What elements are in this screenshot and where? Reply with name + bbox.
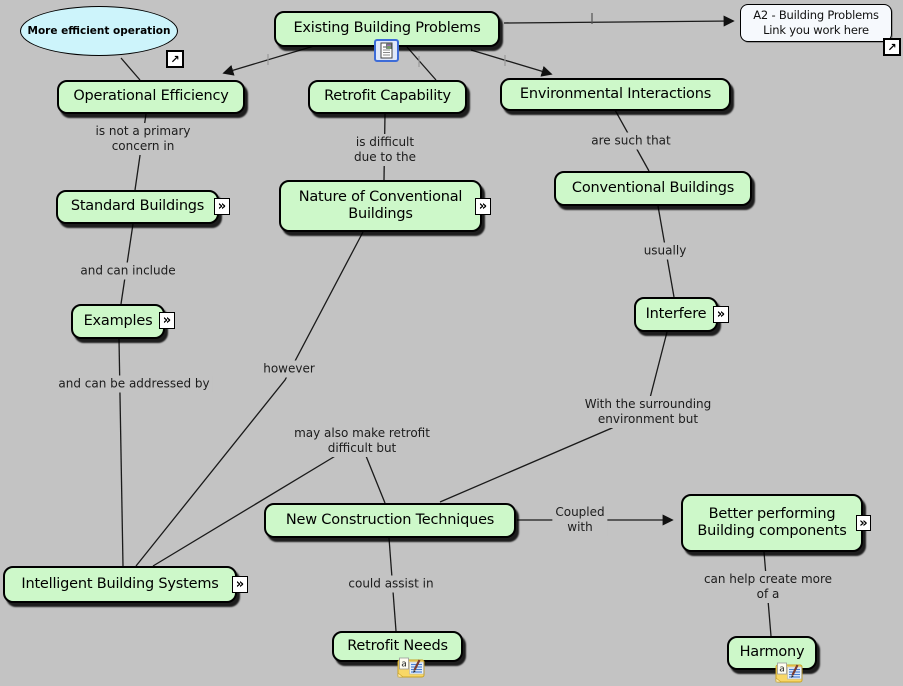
node-environmental-interactions[interactable]: Environmental Interactions bbox=[500, 78, 731, 111]
node-intelligent-building-systems[interactable]: Intelligent Building Systems bbox=[3, 566, 237, 603]
node-new-construction-techniques[interactable]: New Construction Techniques bbox=[264, 503, 516, 538]
phrase-may-also-make-retrofit-difficult-but[interactable]: may also make retrofit difficult but bbox=[291, 425, 433, 457]
svg-text:a: a bbox=[779, 665, 785, 675]
node-retrofit-needs[interactable]: Retrofit Needs bbox=[332, 631, 463, 662]
phrase-coupled-with[interactable]: Coupled with bbox=[552, 504, 608, 536]
phrase-are-such-that[interactable]: are such that bbox=[588, 132, 674, 150]
node-nature-of-conventional-buildings[interactable]: Nature of Conventional Buildings bbox=[279, 180, 482, 232]
expand-chevron-icon[interactable]: » bbox=[159, 312, 175, 329]
phrase-and-can-be-addressed-by[interactable]: and can be addressed by bbox=[55, 375, 213, 393]
node-conventional-buildings[interactable]: Conventional Buildings bbox=[554, 171, 752, 206]
svg-text:a: a bbox=[401, 660, 407, 670]
phrase-is-not-a-primary-concern-in[interactable]: is not a primary concern in bbox=[92, 123, 194, 155]
resource-document-icon[interactable] bbox=[374, 39, 399, 62]
phrase-and-can-include[interactable]: and can include bbox=[77, 262, 179, 280]
edge-ncb-ibs bbox=[135, 231, 364, 567]
phrase-however[interactable]: however bbox=[260, 360, 318, 378]
node-more-efficient-operation[interactable]: More efficient operation bbox=[20, 6, 178, 56]
node-operational-efficiency[interactable]: Operational Efficiency bbox=[57, 80, 245, 114]
node-existing-building-problems[interactable]: Existing Building Problems bbox=[274, 11, 500, 47]
node-interfere[interactable]: Interfere bbox=[634, 297, 718, 332]
edge-ebp-rc bbox=[406, 46, 437, 81]
expand-chevron-icon[interactable]: » bbox=[214, 198, 230, 215]
node-standard-buildings[interactable]: Standard Buildings bbox=[56, 190, 219, 224]
phrase-could-assist-in[interactable]: could assist in bbox=[345, 575, 437, 593]
link-arrow-icon[interactable]: ↗ bbox=[883, 38, 901, 56]
node-harmony[interactable]: Harmony bbox=[727, 636, 817, 670]
phrase-usually[interactable]: usually bbox=[640, 242, 690, 260]
annotation-note-icon[interactable]: a bbox=[397, 657, 427, 678]
node-retrofit-capability[interactable]: Retrofit Capability bbox=[308, 80, 467, 114]
edge-examples-ibs bbox=[118, 338, 124, 567]
expand-chevron-icon[interactable]: » bbox=[713, 306, 729, 323]
node-better-performing-building-components[interactable]: Better performing Building components bbox=[681, 494, 863, 552]
edge-ebp-oe bbox=[222, 45, 315, 76]
edge-phrase-nct bbox=[365, 455, 386, 504]
edge-ebp-ei bbox=[470, 49, 553, 77]
phrase-can-help-create-more-of-a[interactable]: can help create more of a bbox=[700, 571, 836, 603]
phrase-with-the-surrounding-environment-but[interactable]: With the surrounding environment but bbox=[581, 396, 715, 428]
phrase-is-difficult-due-to-the[interactable]: is difficult due to the bbox=[351, 134, 419, 166]
annotation-note-a2[interactable]: A2 - Building Problems Link you work her… bbox=[740, 4, 892, 42]
edge-ellipse-oe bbox=[120, 57, 141, 81]
node-examples[interactable]: Examples bbox=[71, 304, 165, 339]
annotation-note-icon[interactable]: a bbox=[775, 662, 805, 683]
expand-chevron-icon[interactable]: » bbox=[475, 198, 491, 215]
expand-chevron-icon[interactable]: » bbox=[856, 515, 871, 531]
edge-ebp-a2 bbox=[503, 15, 735, 27]
expand-chevron-icon[interactable]: » bbox=[232, 576, 248, 593]
edge-phrase-ibs bbox=[152, 454, 338, 567]
link-arrow-icon[interactable]: ↗ bbox=[166, 50, 184, 68]
